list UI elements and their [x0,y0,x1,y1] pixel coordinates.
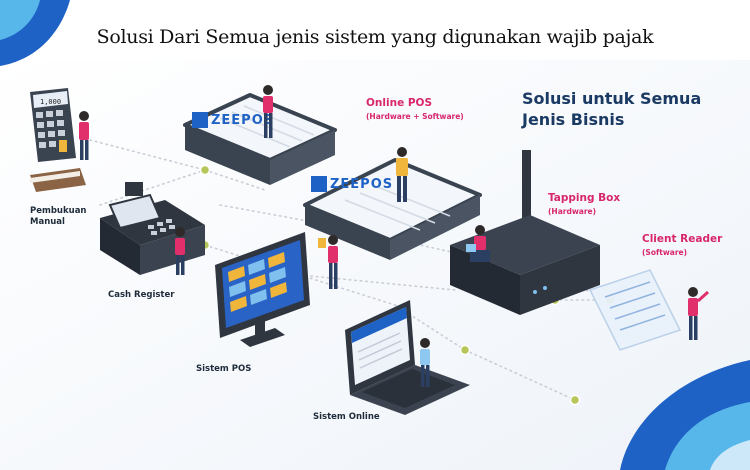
person-laptop [420,338,430,387]
person-client [688,287,710,340]
label-client-reader-title: Client Reader [642,233,723,245]
person-cashier [175,227,185,275]
person-manual [79,111,89,160]
headline-line-1: Solusi untuk Semua [522,89,702,108]
laptop-illustration [345,300,470,415]
zeepos-logo-text: ZEEPOS [330,177,393,192]
label-online-pos-title: Online POS [366,97,433,109]
label-pembukuan-manual-line-2: Manual [30,217,65,227]
node-dot [199,164,211,176]
person-tapping [466,225,490,262]
node-dot [459,344,471,356]
client-reader-illustration [588,269,682,351]
label-tapping-box: Tapping Box (Hardware) [548,192,620,218]
label-tapping-box-sub: (Hardware) [548,207,597,216]
pos-monitor-illustration [215,232,310,347]
ledger-book [30,168,86,192]
node-dot [569,394,581,406]
zeepos-board-top: ZEEPOS [183,93,337,185]
label-tapping-box-title: Tapping Box [548,192,621,204]
headline-line-2: Jenis Bisnis [522,110,625,129]
zeepos-board-bottom: ZEEPOS [303,158,482,260]
headline: Solusi untuk Semua Jenis Bisnis [522,88,701,130]
label-client-reader: Client Reader (Software) [642,233,722,259]
label-online-pos: Online POS (Hardware + Software) [366,97,464,123]
corner-swoosh-bottom-right [620,360,750,470]
calculator-illustration: 1,000 [30,88,76,162]
label-sistem-pos: Sistem POS [196,364,252,374]
label-pembukuan-manual-line-1: Pembukuan [30,206,87,216]
cash-register-illustration [100,182,205,275]
person-online-top [263,85,273,138]
corner-swoosh-top-left [0,0,70,66]
zeepos-logo-icon [192,112,208,128]
tapping-box-illustration [450,150,600,315]
antenna [522,150,531,235]
zeepos-logo-icon [311,176,327,192]
label-cash-register: Cash Register [108,290,175,300]
zeepos-logo-text: ZEEPOS [211,113,274,128]
calculator-display: 1,000 [40,98,61,106]
label-client-reader-sub: (Software) [642,248,688,257]
person-online-bottom [396,147,408,202]
person-pos [318,235,338,289]
label-sistem-online: Sistem Online [313,412,380,422]
label-online-pos-sub: (Hardware + Software) [366,112,464,121]
connection-lines [89,139,621,401]
page-title: Solusi Dari Semua jenis sistem yang digu… [96,26,654,48]
label-pembukuan-manual: Pembukuan Manual [30,206,86,228]
